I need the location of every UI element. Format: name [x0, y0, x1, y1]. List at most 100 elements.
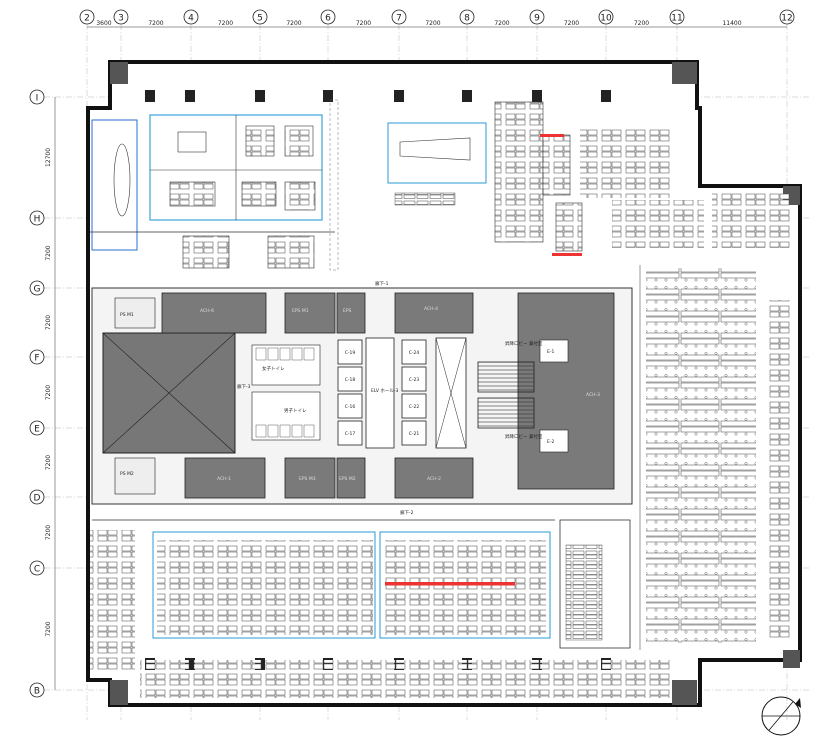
grid-label-col-7: 7 [396, 14, 402, 24]
grid-label-col-8: 8 [464, 14, 470, 24]
grid-label-row-d: D [34, 494, 41, 504]
grid-label-col-6: 6 [325, 14, 331, 24]
grid-label-col-11: 11 [671, 14, 682, 24]
grid-label-col-3: 3 [118, 14, 124, 24]
elevator-label: C-21 [409, 431, 420, 437]
grid-bubble-row-h: H [29, 210, 45, 226]
grid-bubble-row-b: B [29, 682, 45, 698]
room-corridor-3: 廊下-3 [237, 383, 251, 390]
grid-bubble-col-12: 12 [779, 9, 795, 25]
room-eps-m2: EPS M2 [339, 476, 356, 482]
grid-bubble-col-8: 8 [459, 9, 475, 25]
toilet-stall [255, 424, 267, 438]
upper-middle-rooms [494, 101, 583, 256]
grid-label-col-4: 4 [188, 14, 194, 24]
grid-bubble-col-10: 10 [598, 9, 614, 25]
elevator-label: C-18 [345, 377, 356, 383]
row-span-label: 7200 [45, 455, 52, 470]
grid-label-row-e: E [34, 425, 40, 435]
grid-label-row-g: G [34, 285, 41, 295]
room-e2: E-2 [547, 439, 554, 445]
room-toilet-f: 女子トイレ [262, 365, 285, 372]
room-ps-m1: PS M1 [120, 312, 134, 318]
elevator-car [401, 339, 427, 365]
upper-meeting-area: 廊下-1 [90, 99, 487, 287]
toilet-stall [279, 424, 291, 438]
grid-bubble-col-2: 2 [79, 9, 95, 25]
column-span-label: 7200 [286, 20, 301, 27]
room-ev-lobby-lower: 昇降ロビー 兼付室 [505, 433, 543, 440]
column-span-label: 3600 [96, 20, 111, 27]
elevator-label: C-16 [345, 404, 356, 410]
grid-bubble-row-d: D [29, 489, 45, 505]
grid-bubble-col-6: 6 [320, 9, 336, 25]
grid-bubble-row-f: F [29, 349, 45, 365]
structural-column [532, 90, 542, 102]
row-grid-bubbles: I H G F E D C B [29, 89, 45, 698]
grid-label-col-10: 10 [600, 14, 612, 24]
toilet-stall [303, 347, 315, 361]
room-ps-m2: PS M2 [120, 471, 134, 477]
column-span-label: 7200 [564, 20, 579, 27]
structural-column [145, 90, 155, 102]
elevator-bank-left: C-19C-18C-16C-17 [337, 339, 363, 446]
room-ach-2: ACH-2 [427, 476, 441, 482]
grid-bubble-row-e: E [29, 420, 45, 436]
bottom-right-rooms [559, 519, 631, 649]
elevator-car [401, 420, 427, 446]
elevator-bank-right: C-24C-23C-22C-21 [401, 339, 427, 446]
elevator-car [401, 366, 427, 392]
bottom-perimeter-desks [140, 660, 670, 698]
row-span-label: 7200 [45, 385, 52, 400]
grid-bubble-col-11: 11 [669, 9, 685, 25]
elevator-label: C-23 [409, 377, 420, 383]
grid-bubble-row-g: G [29, 280, 45, 296]
column-span-label: 7200 [218, 20, 233, 27]
north-arrow-icon [761, 696, 801, 736]
toilet-stall [267, 347, 279, 361]
structural-column [323, 90, 333, 102]
row-dimensions: 1270072007200720072007200720012700 [40, 0, 59, 637]
structural-column [462, 90, 472, 102]
column-span-label: 7200 [356, 20, 371, 27]
elevator-label: C-17 [345, 431, 356, 437]
room-ach-1: ACH-1 [217, 476, 231, 482]
structural-column [601, 90, 611, 102]
dimension-chain-top [54, 26, 787, 690]
toilet-stall [291, 424, 303, 438]
toilet-stall [303, 424, 315, 438]
room-ach-3: ACH-3 [586, 392, 600, 398]
grid-label-row-b: B [34, 687, 40, 697]
row-span-label: 7200 [45, 315, 52, 330]
column-span-label: 7200 [148, 20, 163, 27]
right-open-office [639, 265, 792, 650]
grid-bubble-col-3: 3 [113, 9, 129, 25]
column-span-label: 11400 [722, 20, 741, 27]
grid-label-row-c: C [34, 565, 40, 575]
column-grid-bubbles: 2 3 4 5 6 7 8 9 10 11 12 [79, 9, 795, 25]
room-toilet-m: 男子トイレ [284, 407, 307, 414]
elevator-label: C-19 [345, 350, 356, 356]
room-ev-lobby-upper: 昇降ロビー 兼付室 [505, 340, 543, 347]
row-span-label: 7200 [45, 621, 52, 636]
room-ach-4: ACH-4 [424, 306, 438, 312]
room-corridor-1: 廊下-1 [375, 280, 389, 287]
elevator-label: C-24 [409, 350, 420, 356]
grid-label-col-5: 5 [257, 14, 263, 24]
grid-label-row-i: I [36, 94, 39, 104]
grid-bubble-col-5: 5 [252, 9, 268, 25]
toilet-stall [279, 347, 291, 361]
grid-bubble-row-c: C [29, 560, 45, 576]
room-eps-m1: EPS M1 [292, 308, 309, 314]
elevator-car [337, 420, 363, 446]
grid-bubble-col-7: 7 [391, 9, 407, 25]
grid-label-col-9: 9 [534, 14, 540, 24]
room-e1: E-1 [547, 349, 554, 355]
grid-bubble-col-4: 4 [183, 9, 199, 25]
row-span-label: 12700 [45, 148, 52, 167]
room-elv-hall: ELV ホール-3 [371, 388, 398, 394]
elevator-car [337, 366, 363, 392]
grid-label-col-12: 12 [781, 14, 792, 24]
room-ach-6: ACH-6 [200, 308, 214, 314]
